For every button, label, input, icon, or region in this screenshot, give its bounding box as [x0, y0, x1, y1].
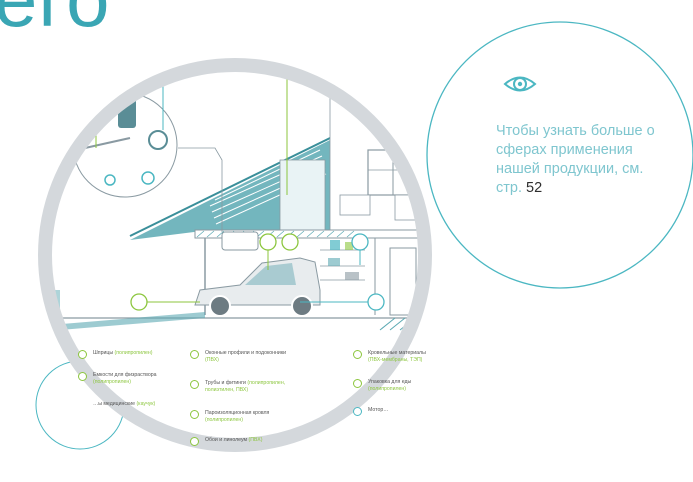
section-heading: его: [0, 0, 111, 38]
legend-material: (ПВХ-мембраны, ТЭП): [368, 356, 423, 363]
legend-label: Трубы и фитинги: [205, 380, 246, 386]
legend-label: Оконные профили и подоконники: [205, 350, 286, 356]
legend-marker: [190, 350, 199, 359]
magnifier-ring: [38, 58, 432, 452]
legend-marker: [353, 350, 362, 359]
legend-material: (ПВХ): [205, 356, 219, 363]
legend-label: Шприцы: [93, 350, 114, 356]
legend-marker: [190, 410, 199, 419]
legend-label: Емкости для физраствора: [93, 372, 157, 378]
legend-marker: [78, 372, 87, 381]
legend-label: Пароизоляционная кровля: [205, 410, 270, 416]
legend-material: (полипропилен): [368, 385, 407, 392]
legend-marker: [353, 407, 362, 416]
legend-material: (полипропилен): [93, 378, 132, 385]
legend-item: …ы медицинские (каучук): [78, 401, 178, 410]
legend-item: Трубы и фитинги (полипропилен, полиэтиле…: [190, 380, 300, 393]
legend-marker: [78, 350, 87, 359]
car-illustration: [194, 257, 321, 317]
legend-material: (полипропилен): [114, 350, 153, 356]
legend-label: …ы медицинские: [93, 401, 135, 407]
legend-label: Упаковка для еды: [368, 379, 412, 385]
legend-item: Шприцы (полипропилен): [78, 350, 178, 359]
legend-item: Пароизоляционная кровля (полипропилен): [190, 410, 300, 423]
info-callout: Чтобы узнать больше о сферах применения …: [496, 122, 666, 198]
legend-material: (полипропилен): [205, 416, 244, 423]
legend-material: (полипропилен, полиэтилен, ПВХ): [205, 380, 286, 393]
legend-marker: [190, 380, 199, 389]
legend-item: Упаковка для еды (полипропилен): [353, 379, 433, 392]
legend-item: Емкости для физраствора (полипропилен): [78, 372, 178, 385]
legend-item: Мотор…: [353, 407, 413, 416]
legend-label: Обои и линолеум: [205, 437, 248, 443]
eye-icon: [503, 76, 537, 92]
legend-material: (ПВХ): [248, 437, 263, 443]
legend-item: Оконные профили и подоконники (ПВХ): [190, 350, 290, 363]
decorative-circle-right: [426, 21, 693, 289]
legend-material: (каучук): [136, 401, 156, 407]
legend-marker: [190, 437, 199, 446]
page-reference-link[interactable]: 52: [526, 180, 543, 196]
legend-marker: [353, 379, 362, 388]
legend-label: Мотор…: [368, 407, 389, 413]
callout-text: Чтобы узнать больше о сферах применения …: [496, 123, 655, 196]
legend-item: Обои и линолеум (ПВХ): [190, 437, 300, 446]
legend-label: Кровельные материалы: [368, 350, 426, 356]
legend-item: Кровельные материалы (ПВХ-мембраны, ТЭП): [353, 350, 433, 363]
